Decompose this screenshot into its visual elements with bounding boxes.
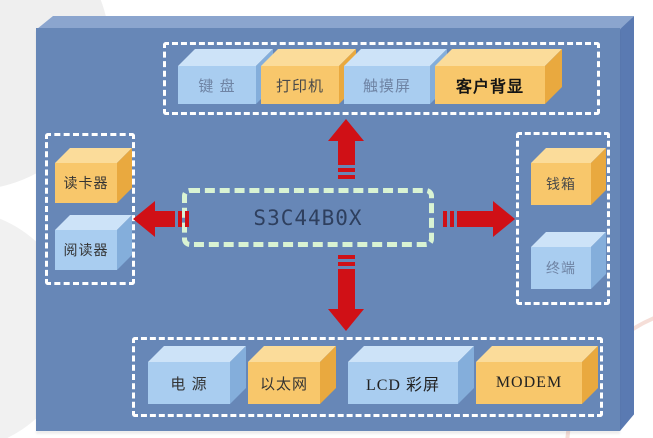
node-terminal: 终端 [531, 232, 606, 289]
node-reader: 阅读器 [55, 215, 132, 270]
arrow-shaft [155, 211, 175, 227]
arrow-head [133, 201, 155, 237]
node-label: LCD 彩屏 [348, 362, 458, 404]
node-label: 电 源 [148, 362, 230, 404]
group-left-peripherals: 读卡器 阅读器 [45, 133, 135, 285]
node-label: 钱箱 [531, 163, 591, 205]
box-top-face [476, 346, 598, 362]
node-label: 打印机 [261, 66, 339, 104]
chip-s3c44b0x: S3C44B0X [182, 188, 434, 247]
arrow-tail-stripe [443, 211, 447, 227]
arrow-head [328, 309, 364, 331]
arrow-tail-stripe [178, 211, 182, 227]
node-label: 阅读器 [55, 230, 117, 270]
arrow-head [493, 201, 515, 237]
arrow-tail-stripe [185, 211, 189, 227]
box-top-face [435, 49, 562, 66]
node-label: 触摸屏 [344, 66, 430, 104]
node-label: 以太网 [248, 362, 320, 404]
arrow-tail-stripe [337, 255, 355, 259]
arrow-down-icon [328, 255, 364, 331]
node-label: 键 盘 [178, 66, 256, 104]
arrow-tail-stripe [450, 211, 454, 227]
arrow-up-icon [328, 119, 364, 182]
arrow-left-icon [133, 201, 192, 237]
arrow-shaft [337, 141, 355, 165]
arrow-tail-stripe [337, 262, 355, 266]
arrow-right-icon [443, 201, 515, 237]
node-label: 客户背显 [435, 66, 545, 104]
node-touchscreen: 触摸屏 [344, 49, 447, 104]
arrow-shaft [337, 269, 355, 309]
panel-top-bevel [37, 16, 634, 29]
group-top-peripherals: 键 盘 打印机 触摸屏 客户背显 [163, 42, 600, 115]
panel-right-bevel [620, 16, 634, 431]
node-label: 终端 [531, 247, 591, 289]
node-ethernet: 以太网 [248, 346, 336, 404]
group-right-peripherals: 钱箱 终端 [516, 132, 610, 305]
node-modem: MODEM [476, 346, 598, 404]
box-top-face [348, 346, 474, 362]
node-power: 电 源 [148, 346, 246, 404]
group-bottom-peripherals: 电 源 以太网 LCD 彩屏 MODEM [132, 337, 603, 417]
node-lcd-screen: LCD 彩屏 [348, 346, 474, 404]
node-printer: 打印机 [261, 49, 356, 104]
arrow-head [328, 119, 364, 141]
node-customer-display: 客户背显 [435, 49, 562, 104]
chip-label: S3C44B0X [253, 205, 363, 230]
node-card-reader: 读卡器 [55, 148, 132, 203]
arrow-tail-stripe [337, 168, 355, 172]
node-cash-box: 钱箱 [531, 148, 606, 205]
arrow-tail-stripe [337, 175, 355, 179]
node-label: 读卡器 [55, 163, 117, 203]
arrow-shaft [457, 211, 493, 227]
node-label: MODEM [476, 362, 582, 404]
node-keyboard: 键 盘 [178, 49, 273, 104]
